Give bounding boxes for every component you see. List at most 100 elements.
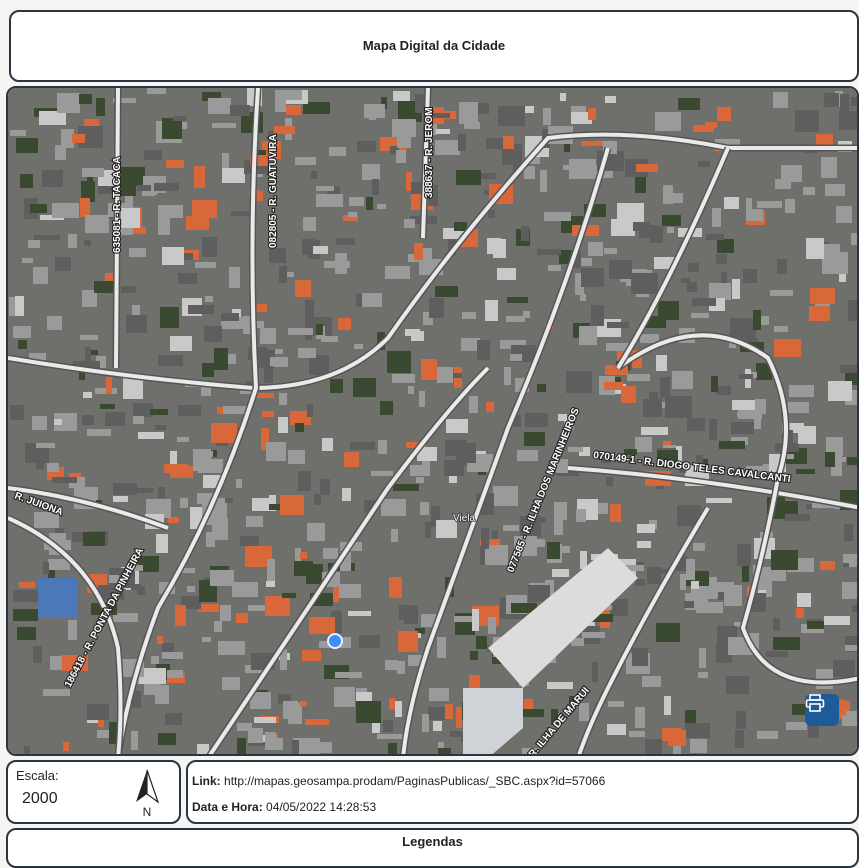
rooftop [98,715,104,727]
rooftop [269,248,286,263]
rooftop [588,242,603,256]
rooftop [423,312,433,325]
rooftop [833,660,855,677]
rooftop [746,466,764,471]
rooftop [322,438,333,451]
rooftop [754,416,761,429]
rooftop [316,186,334,191]
rooftop [190,507,202,529]
rooftop [753,310,761,330]
rooftop [487,238,501,254]
rooftop [438,748,451,754]
rooftop [305,719,329,725]
rooftop [366,197,373,210]
rooftop [204,326,222,342]
rooftop [831,456,842,476]
rooftop [608,701,624,707]
rooftop [699,648,706,668]
rooftop [558,414,567,421]
rooftop [781,165,802,182]
rooftop [123,377,143,399]
rooftop [591,305,604,326]
rooftop [338,584,361,598]
rooftop [98,585,124,600]
rooftop [410,465,430,476]
rooftop [437,367,453,383]
rooftop [158,487,165,498]
rooftop [435,140,460,155]
rooftop [619,565,644,571]
rooftop [109,722,117,744]
rooftop [280,495,304,515]
map-panel[interactable]: 635081 - R. TACACA 082805 - R. GUATUVIRA… [6,86,859,756]
rooftop [500,340,526,349]
rooftop [52,203,79,218]
rooftop [848,300,857,321]
rooftop [303,102,330,114]
rooftop [162,652,183,659]
rooftop [265,732,276,738]
rooftop [734,622,741,627]
printer-icon [805,694,825,712]
rooftop [420,248,432,254]
rooftop [677,505,701,526]
rooftop [667,227,674,233]
rooftop [321,336,338,342]
rooftop [68,620,77,640]
rooftop [353,378,376,397]
rooftop [458,134,466,151]
rooftop [266,581,275,587]
rooftop [393,484,419,491]
rooftop [220,605,231,621]
rooftop [356,701,381,723]
rooftop [771,550,798,570]
rooftop [607,322,629,328]
rooftop [129,248,146,257]
rooftop [130,227,146,234]
rooftop [737,412,748,417]
rooftop [571,106,586,112]
rooftop [221,313,239,321]
rooftop [72,134,85,143]
rooftop [305,300,314,321]
rooftop [657,450,678,467]
rooftop [654,402,671,408]
rooftop [563,165,576,170]
rooftop [406,442,426,448]
rooftop [286,105,301,115]
rooftop [498,106,525,126]
rooftop [381,97,387,109]
rooftop [222,153,229,171]
location-marker[interactable] [327,633,343,649]
rooftop [109,575,119,583]
rooftop [503,525,519,531]
rooftop [387,351,411,373]
satellite-map[interactable]: 635081 - R. TACACA 082805 - R. GUATUVIRA… [8,88,859,756]
rooftop [730,318,756,339]
rooftop [36,454,44,469]
rooftop [524,432,545,446]
rooftop [660,377,670,398]
rooftop [724,197,739,209]
rooftop [525,413,548,427]
print-button[interactable] [805,694,839,726]
warehouse-roof [488,548,638,688]
rooftop [436,129,450,134]
rooftop [232,582,258,597]
rooftop [298,348,316,358]
rooftop [150,409,168,415]
rooftop [631,273,658,294]
rooftop [262,411,274,417]
rooftop [470,651,478,660]
rooftop [462,312,476,319]
rooftop [158,733,176,745]
link-value[interactable]: http://mapas.geosampa.prodam/PaginasPubl… [224,774,606,788]
rooftop [106,377,112,394]
rooftop [197,493,214,504]
rooftop [43,689,70,696]
rooftop [298,471,311,491]
street-label-tacaca: 635081 - R. TACACA [112,156,123,253]
rooftop [205,296,213,302]
rooftop [208,98,231,114]
rooftop [162,247,184,265]
